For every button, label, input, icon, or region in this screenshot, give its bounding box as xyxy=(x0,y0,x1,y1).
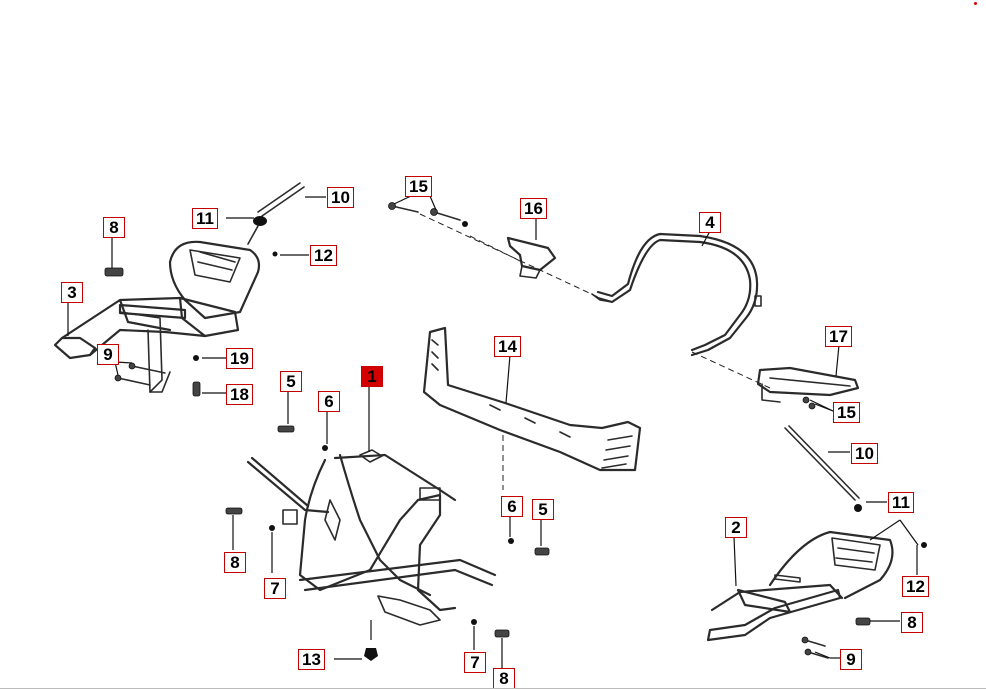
rack-part-2[interactable] xyxy=(706,530,894,642)
callout-part-16[interactable]: 16 xyxy=(520,198,547,219)
bolt-part-18[interactable] xyxy=(192,381,201,397)
callout-part-15-right[interactable]: 15 xyxy=(833,402,860,423)
skid-plate-part-14[interactable] xyxy=(422,326,642,472)
corner-marker-dot xyxy=(974,2,977,5)
nut-part-19[interactable] xyxy=(193,355,199,361)
callout-part-10-top[interactable]: 10 xyxy=(327,187,354,208)
strap-part-10-left[interactable] xyxy=(257,182,305,217)
bolts-part-15-right[interactable] xyxy=(802,396,816,410)
bolt-part-5-right[interactable] xyxy=(534,547,550,556)
callout-part-7-bottom[interactable]: 7 xyxy=(464,652,486,673)
bolts-part-9-right[interactable] xyxy=(801,636,829,659)
callout-part-18[interactable]: 18 xyxy=(226,384,253,405)
washer-part-11-left[interactable] xyxy=(247,216,267,245)
bolt-part-8-center[interactable] xyxy=(225,507,243,515)
callout-part-11-top[interactable]: 11 xyxy=(192,208,218,229)
bolt-part-8-bottom[interactable] xyxy=(494,629,510,638)
bolt-part-8-right[interactable] xyxy=(855,617,871,626)
callout-part-8-bottom[interactable]: 8 xyxy=(493,668,515,689)
callout-part-8-center[interactable]: 8 xyxy=(224,552,246,573)
callout-part-9-left[interactable]: 9 xyxy=(97,344,119,365)
callout-part-9-right[interactable]: 9 xyxy=(840,649,862,670)
guard-part-4[interactable] xyxy=(591,232,762,357)
nut-part-12-left[interactable] xyxy=(272,251,278,257)
leader-lines xyxy=(67,195,919,668)
bracket-part-16[interactable] xyxy=(506,236,557,279)
callout-part-19[interactable]: 19 xyxy=(226,348,253,369)
callout-part-3[interactable]: 3 xyxy=(61,282,83,303)
washer-part-7-bottom[interactable] xyxy=(471,619,477,625)
callout-part-15-top[interactable]: 15 xyxy=(405,176,432,197)
callout-part-7-left[interactable]: 7 xyxy=(264,578,286,599)
callout-part-6-right[interactable]: 6 xyxy=(501,496,523,517)
guide-dash xyxy=(419,213,601,299)
callout-part-5-left[interactable]: 5 xyxy=(280,371,302,392)
callout-part-11-right[interactable]: 11 xyxy=(888,492,914,513)
main-frame-part-1[interactable] xyxy=(246,449,497,626)
callout-part-2[interactable]: 2 xyxy=(725,517,747,538)
nut-part-6-right[interactable] xyxy=(508,538,514,544)
callout-part-4[interactable]: 4 xyxy=(699,212,721,233)
nut-part-13[interactable] xyxy=(364,620,378,661)
washer-part-7-left[interactable] xyxy=(269,525,275,531)
callout-part-13[interactable]: 13 xyxy=(298,649,325,670)
strap-part-10-right[interactable] xyxy=(784,425,860,501)
callout-part-8-top[interactable]: 8 xyxy=(103,217,125,238)
bracket-part-17[interactable] xyxy=(756,366,860,403)
rack-part-3[interactable] xyxy=(53,240,261,393)
bolts-part-9-left[interactable] xyxy=(114,362,166,386)
callout-part-5-right[interactable]: 5 xyxy=(532,499,554,520)
callout-part-6-left[interactable]: 6 xyxy=(318,391,340,412)
bolt-part-8-left[interactable] xyxy=(104,267,124,277)
guide-dash xyxy=(691,351,771,389)
washer-part-11-right[interactable] xyxy=(854,504,862,512)
nut-part-6-left[interactable] xyxy=(322,445,328,451)
bolt-part-5-left[interactable] xyxy=(277,425,295,433)
callout-part-14[interactable]: 14 xyxy=(494,336,521,357)
bottom-divider xyxy=(0,688,986,689)
callout-part-8-right[interactable]: 8 xyxy=(901,612,923,633)
callout-part-10-right[interactable]: 10 xyxy=(851,443,878,464)
callout-part-17[interactable]: 17 xyxy=(825,326,852,347)
bolts-part-15-top[interactable] xyxy=(388,202,469,228)
nut-part-12-right[interactable] xyxy=(921,542,927,548)
callout-part-12-right[interactable]: 12 xyxy=(902,576,929,597)
callout-part-12-top[interactable]: 12 xyxy=(310,245,337,266)
callout-part-1[interactable]: 1 xyxy=(361,366,383,387)
